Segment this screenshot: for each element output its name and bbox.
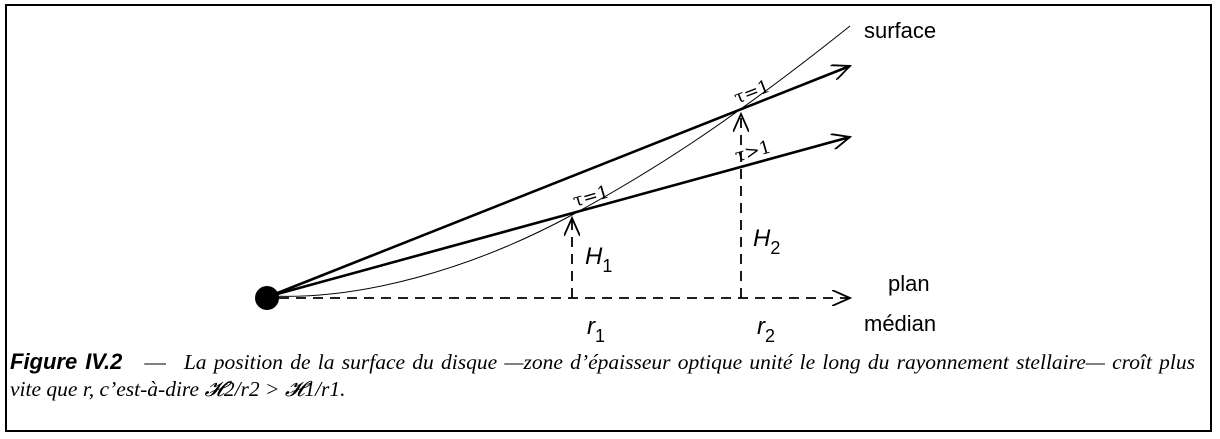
figure-frame: [5, 4, 1212, 432]
r2-label: r2: [757, 313, 775, 345]
median-label: médian: [864, 311, 936, 336]
h1-label: H1: [585, 243, 612, 276]
tau-equals-one-lower: τ=1: [571, 182, 612, 212]
disk-surface-diagram: τ=1 τ>1 τ=1 H1 H2 r1 r2 surface plan méd…: [255, 18, 936, 345]
r1-label: r1: [587, 313, 605, 345]
figure-caption: Figure IV.2 —La position de la surface du…: [10, 348, 1195, 403]
stellar-ray-lower: [269, 137, 850, 298]
stellar-ray-upper: [269, 66, 850, 298]
caption-math: 𝓗2/r2 > 𝓗1/r1: [204, 377, 341, 401]
caption-text: La position de la surface du disque —zon…: [10, 350, 1195, 401]
figure-label: Figure IV.2: [10, 349, 123, 374]
surface-label: surface: [864, 18, 936, 43]
h2-label: H2: [753, 225, 780, 258]
star-dot: [255, 286, 279, 310]
caption-end: .: [340, 377, 346, 401]
plan-label: plan: [888, 271, 930, 296]
caption-dash: —: [144, 350, 166, 374]
tau-greater-one: τ>1: [733, 137, 774, 167]
